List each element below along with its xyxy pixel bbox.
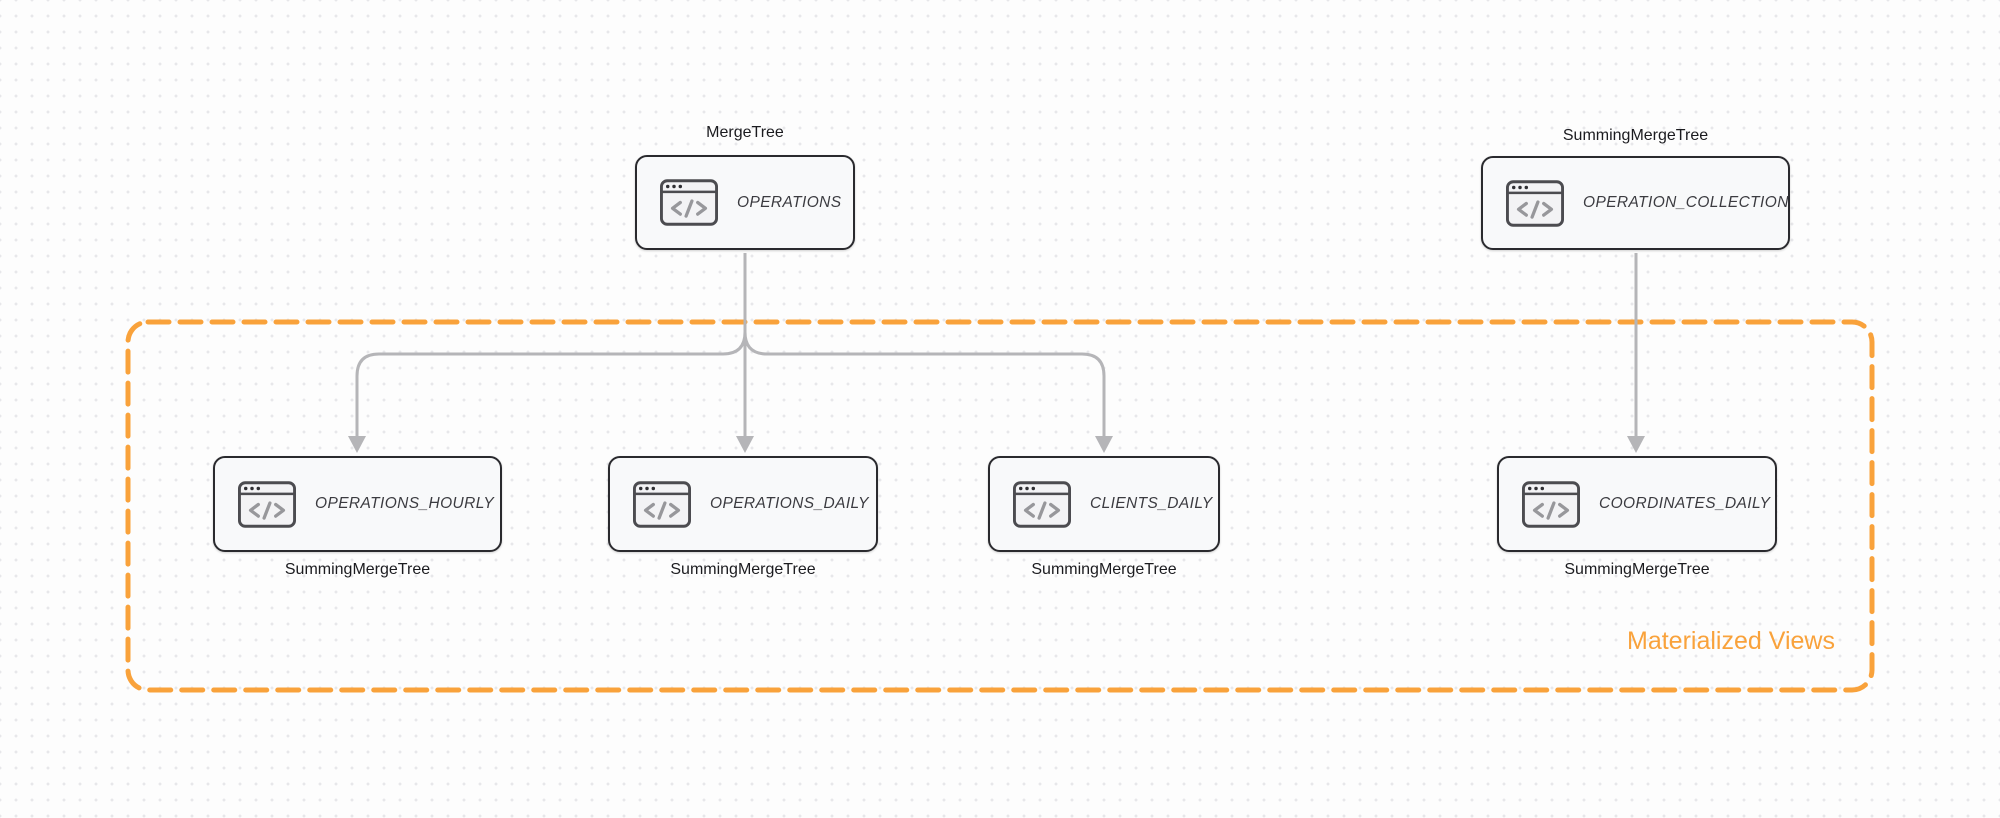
code-window-icon (1506, 179, 1564, 227)
code-window-icon (1013, 480, 1071, 528)
engine-label: SummingMergeTree (1031, 561, 1177, 578)
engine-label: SummingMergeTree (670, 561, 816, 578)
code-window-icon (1522, 480, 1580, 528)
edge-operations-to-operations-hourly (355, 331, 747, 438)
table-name: COORDINATES_DAILY (1599, 495, 1771, 512)
table-name: CLIENTS_DAILY (1090, 495, 1213, 512)
node-operation-collection[interactable]: OPERATION_COLLECTION (1481, 156, 1790, 250)
edge-operations-to-clients-daily (743, 331, 1106, 438)
engine-label: SummingMergeTree (1562, 127, 1709, 144)
node-operations-hourly[interactable]: OPERATIONS_HOURLY (213, 456, 502, 552)
table-name: OPERATION_COLLECTION (1583, 194, 1789, 211)
engine-label: MergeTree (706, 124, 784, 141)
engine-label: SummingMergeTree (284, 561, 431, 578)
node-operations-daily[interactable]: OPERATIONS_DAILY (608, 456, 878, 552)
arrowhead-icon (348, 436, 366, 453)
arrowhead-icon (736, 436, 754, 453)
arrowhead-icon (1095, 436, 1113, 453)
materialized-views-group-label: Materialized Views (1627, 627, 1835, 655)
node-clients-daily[interactable]: CLIENTS_DAILY (988, 456, 1220, 552)
table-name: OPERATIONS_DAILY (710, 495, 869, 512)
table-name: OPERATIONS_HOURLY (315, 495, 495, 512)
code-window-icon (633, 480, 691, 528)
node-operations[interactable]: OPERATIONS (635, 155, 855, 250)
code-window-icon (238, 480, 296, 528)
arrowhead-icon (1627, 436, 1645, 453)
code-window-icon (660, 179, 718, 226)
materialized-views-frame[interactable] (125, 319, 1875, 693)
engine-label: SummingMergeTree (1564, 561, 1710, 578)
table-name: OPERATIONS (737, 193, 842, 211)
node-coordinates-daily[interactable]: COORDINATES_DAILY (1497, 456, 1777, 552)
